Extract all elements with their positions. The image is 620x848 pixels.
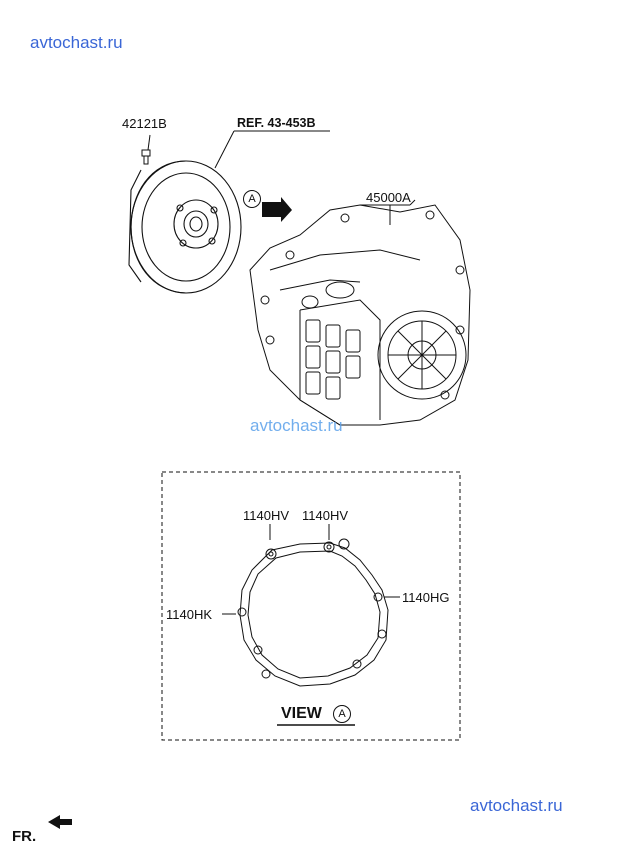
label-42121b[interactable]: 42121B bbox=[122, 116, 167, 131]
view-label-letter: A bbox=[333, 705, 351, 723]
bolt-42121b[interactable] bbox=[141, 134, 151, 165]
label-reference[interactable]: REF. 43-453B bbox=[237, 116, 316, 130]
label-1140hv-right[interactable]: 1140HV bbox=[302, 508, 349, 523]
view-a-arrow bbox=[262, 197, 292, 222]
watermark-bottom: avtochast.ru bbox=[470, 796, 563, 815]
watermark-top: avtochast.ru bbox=[30, 33, 123, 52]
label-45000a[interactable]: 45000A bbox=[366, 190, 411, 205]
label-1140hk[interactable]: 1140HK bbox=[166, 607, 213, 622]
gasket-outline[interactable] bbox=[222, 524, 400, 687]
view-label: VIEW bbox=[281, 705, 322, 722]
transaxle-assembly[interactable] bbox=[249, 199, 471, 426]
label-1140hv-left[interactable]: 1140HV bbox=[243, 508, 290, 523]
front-direction-arrow bbox=[48, 815, 72, 829]
front-label: FR. bbox=[12, 828, 37, 845]
watermark-middle: avtochast.ru bbox=[250, 416, 343, 435]
view-a-marker: A bbox=[243, 190, 261, 208]
label-1140hg[interactable]: 1140HG bbox=[402, 590, 450, 605]
torque-converter[interactable] bbox=[128, 160, 242, 294]
reference-leader bbox=[214, 130, 330, 169]
view-box bbox=[161, 471, 461, 741]
